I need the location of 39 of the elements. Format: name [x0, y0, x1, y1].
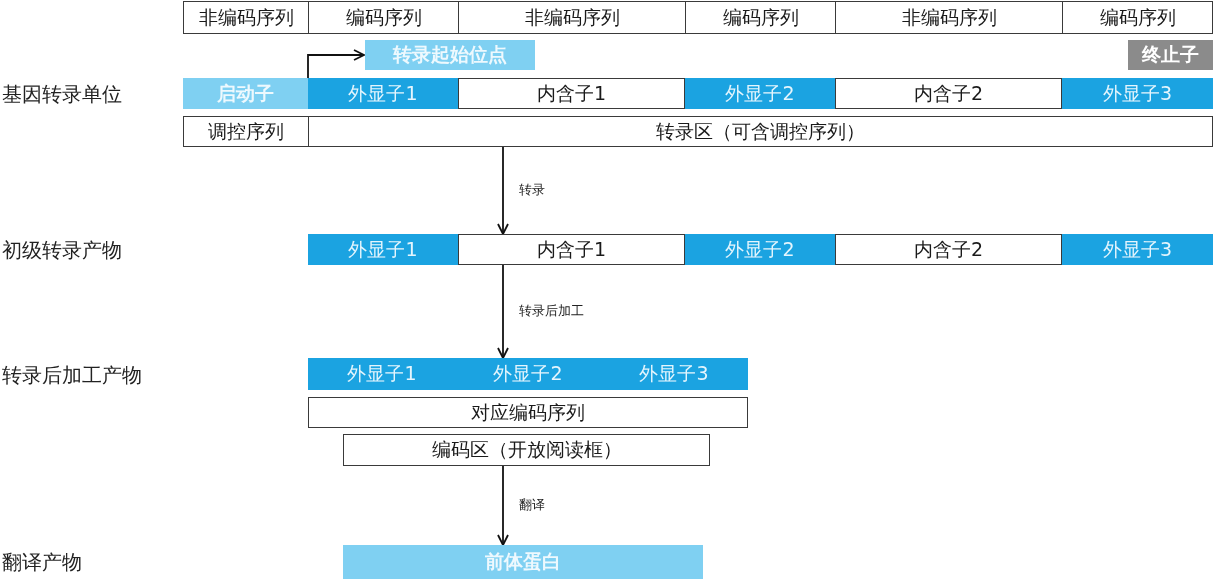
arrow — [497, 264, 509, 359]
sequence-type-box: 编码序列 — [685, 1, 836, 34]
site-tag: 转录起始位点 — [365, 40, 535, 70]
segment-label: 外显子1 — [346, 361, 418, 386]
row-label: 初级转录产物 — [2, 237, 122, 264]
row-label: 翻译产物 — [2, 549, 82, 576]
segment-label: 外显子3 — [638, 361, 710, 386]
intron-segment: 内含子1 — [458, 234, 685, 265]
intron-segment: 内含子1 — [458, 78, 685, 109]
terminator-tag: 终止子 — [1128, 40, 1213, 70]
promoter-segment: 启动子 — [183, 78, 308, 109]
edge-label: 转录后加工 — [517, 301, 586, 320]
exon-segment: 外显子2 — [685, 78, 835, 109]
edge-label: 翻译 — [517, 495, 547, 514]
arrow — [497, 146, 509, 235]
arrow — [497, 465, 509, 546]
row-label: 基因转录单位 — [2, 81, 122, 108]
sequence-type-box: 编码序列 — [308, 1, 459, 34]
region-box: 对应编码序列 — [308, 397, 748, 428]
segment-label: 外显子2 — [492, 361, 564, 386]
region-box: 编码区（开放阅读框） — [343, 434, 710, 466]
protein-bar: 前体蛋白 — [343, 545, 703, 579]
intron-segment: 内含子2 — [835, 234, 1062, 265]
sequence-type-box: 编码序列 — [1062, 1, 1213, 34]
row-label: 转录后加工产物 — [2, 362, 142, 389]
intron-segment: 内含子2 — [835, 78, 1062, 109]
exon-segment: 外显子2 — [685, 234, 835, 265]
exon-segment: 外显子3 — [1062, 234, 1213, 265]
exon-segment: 外显子3 — [1062, 78, 1213, 109]
sequence-type-box: 非编码序列 — [458, 1, 686, 34]
exon-segment: 外显子1 — [308, 234, 458, 265]
sequence-type-box: 非编码序列 — [183, 1, 309, 34]
exon-segment: 外显子1 — [308, 78, 458, 109]
bent-arrow — [307, 49, 365, 79]
edge-label: 转录 — [517, 180, 547, 199]
mrna-bar — [308, 358, 748, 390]
region-box: 转录区（可含调控序列） — [308, 116, 1213, 147]
region-box: 调控序列 — [183, 116, 309, 147]
sequence-type-box: 非编码序列 — [835, 1, 1063, 34]
